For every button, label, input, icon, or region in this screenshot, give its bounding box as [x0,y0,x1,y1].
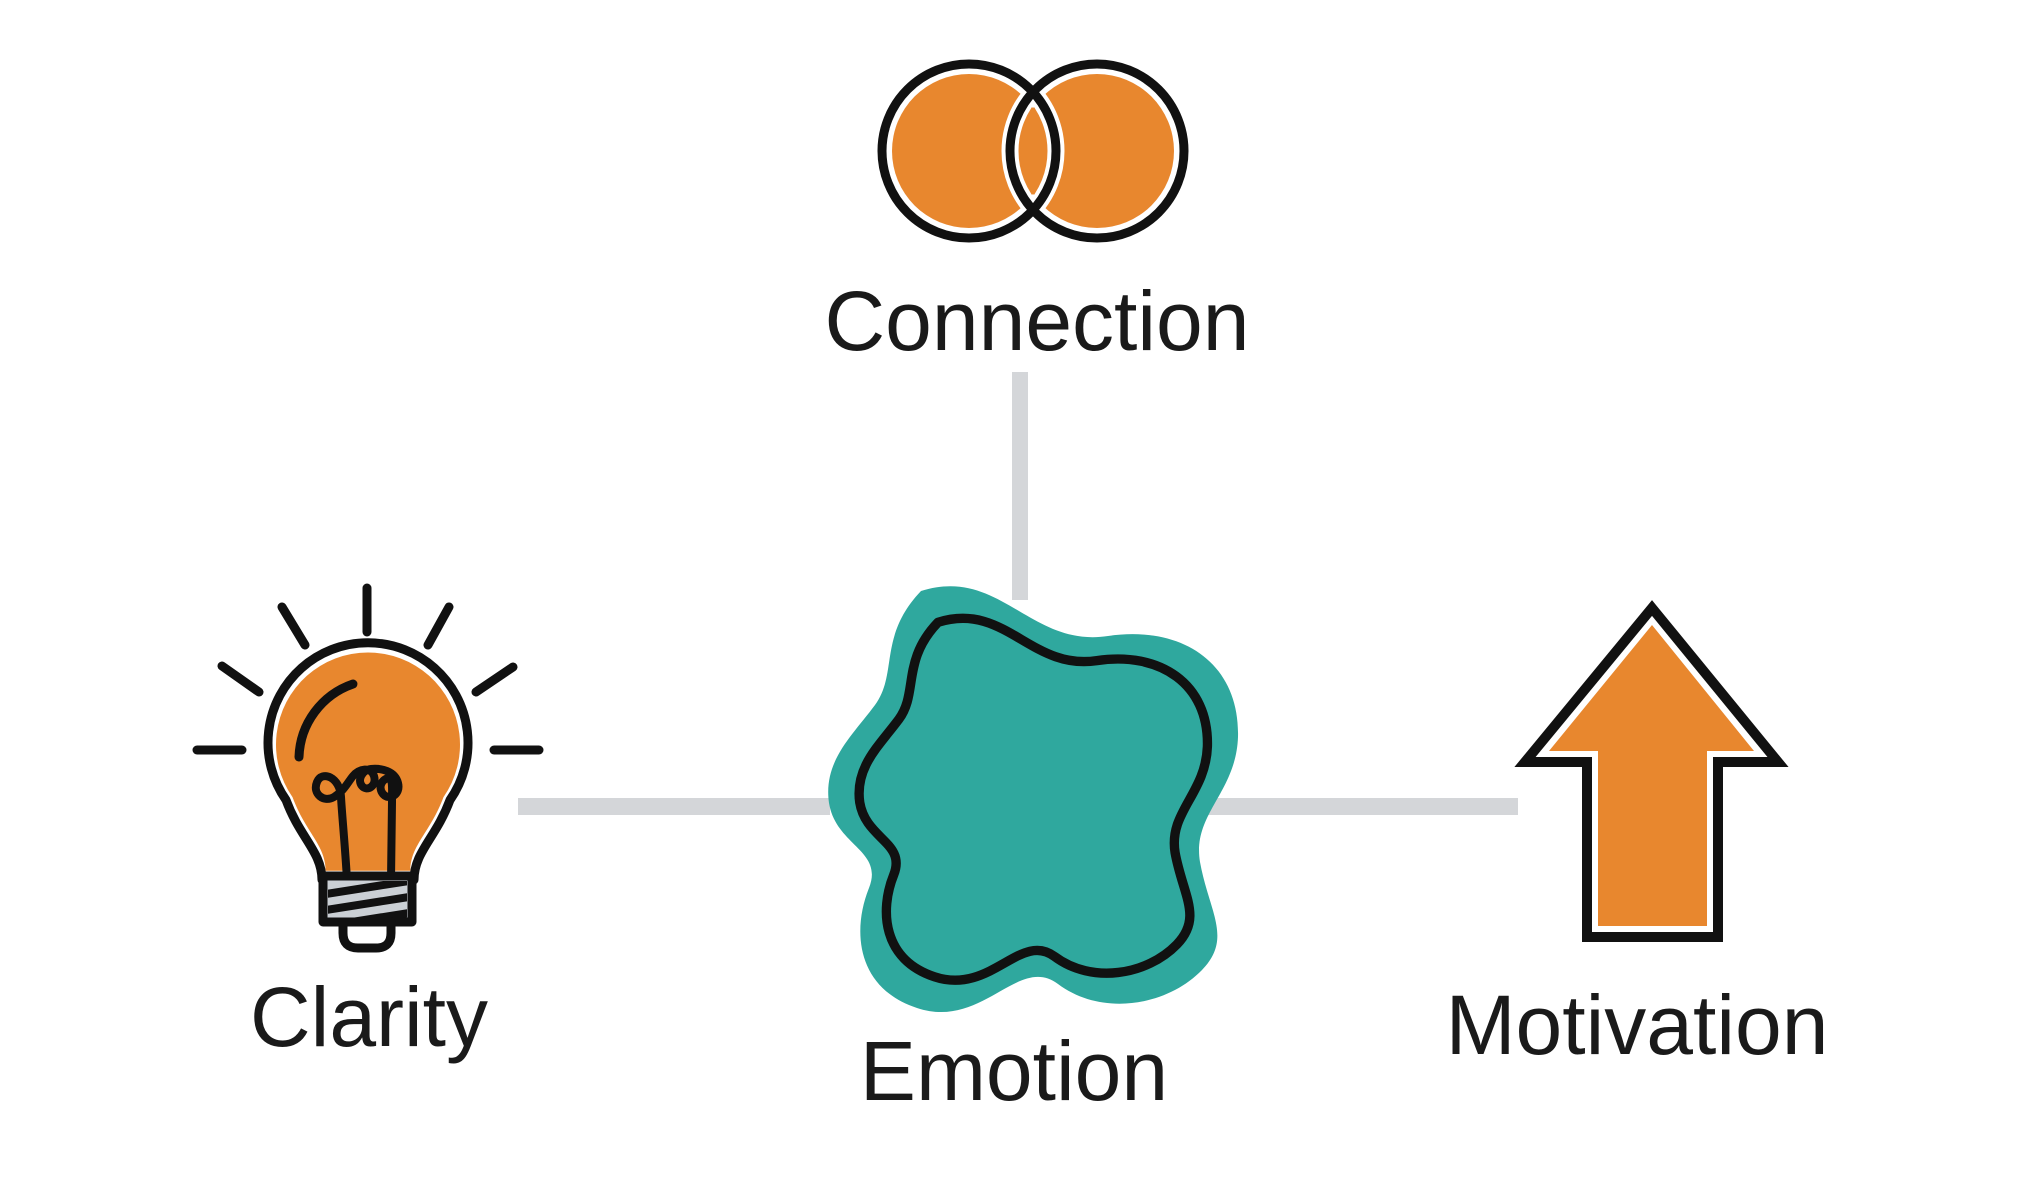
blob-fill [828,586,1239,1013]
connector-top [1012,372,1028,600]
blob-inner-outline [854,613,1213,985]
connectors [518,372,1518,815]
bulb-bottom-cap [338,917,396,953]
motivation-label: Motivation [1445,978,1829,1072]
overlapping-circles-icon [873,55,1193,247]
circle-right-fill [1020,74,1174,228]
circle-left-fill [892,74,1046,228]
clarity-label: Clarity [249,970,489,1064]
bulb-highlight-arc [294,679,358,762]
bulb-base-threads [328,881,407,918]
arrow-fill [1549,625,1754,926]
lightbulb-icon [192,583,544,953]
lightbulb-rays [192,583,544,755]
bulb-filament [311,764,403,884]
connection-label: Connection [824,274,1250,368]
up-arrow-icon [1514,600,1789,942]
connector-right [1208,798,1518,815]
emotion-label: Emotion [859,1024,1169,1118]
circle-left-outline [877,59,1061,243]
circle-right-outline [1005,59,1189,243]
connector-left [518,798,830,815]
blob-icon [828,586,1239,1013]
